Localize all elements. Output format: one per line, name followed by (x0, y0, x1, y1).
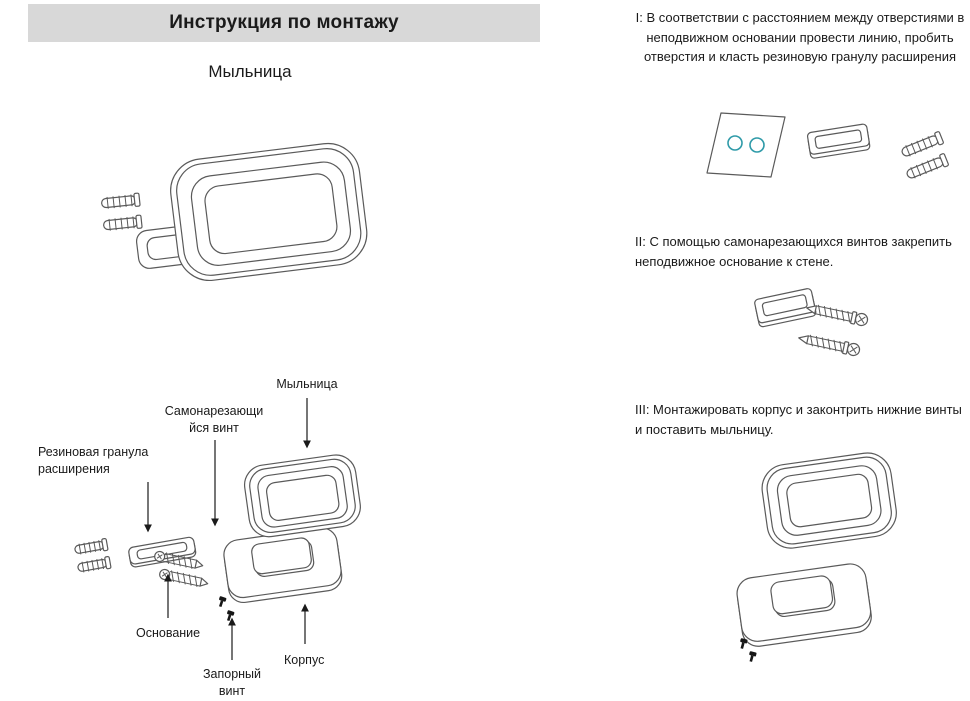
wall-anchor-icon (901, 131, 944, 157)
locking-screw-icon (227, 610, 235, 621)
step-2-illustration (754, 288, 869, 357)
screw-icon (798, 334, 861, 357)
base-bracket (806, 123, 871, 159)
body-plate (736, 563, 872, 647)
wall-anchor-icon (77, 555, 112, 573)
locking-screw-icon (740, 638, 748, 649)
product-name: Мыльница (208, 62, 292, 81)
step-1-illustration (706, 112, 949, 179)
wall-anchor-icon (906, 153, 949, 179)
wall-anchor-icon (103, 214, 143, 231)
screw-icon (154, 550, 204, 569)
step-2-text: II: С помощью самонарезающихся винтов за… (635, 234, 952, 269)
soap-dish (170, 142, 368, 282)
soap-dish (243, 454, 361, 538)
step-1-text: I: В соответствии с расстоянием между от… (635, 10, 965, 64)
body-label: Корпус (284, 653, 325, 667)
wall-plate (706, 112, 786, 178)
self-tapping-screw-label: Самонарезающи йся винт (164, 404, 264, 435)
drill-hole-icon (727, 135, 743, 151)
header-bar: Инструкция по монтажу (28, 4, 540, 42)
step-3-illustration (736, 452, 897, 662)
locking-screw-icon (219, 596, 227, 607)
base-label: Основание (136, 626, 201, 640)
wall-anchor-icon (101, 192, 141, 209)
locking-screw-icon (749, 651, 757, 662)
base-bracket (754, 288, 817, 328)
page-title: Инструкция по монтажу (169, 12, 399, 33)
locking-screw-label: Запорный винт (202, 667, 262, 698)
drill-hole-icon (749, 137, 765, 153)
soap-dish-label: Мыльница (276, 377, 338, 391)
screw-icon (159, 568, 209, 587)
step-3-text: III: Монтажировать корпус и законтрить н… (635, 402, 962, 437)
exploded-diagram-illustration (74, 398, 361, 660)
soap-dish (761, 452, 897, 549)
body-plate (223, 527, 343, 604)
wall-anchor-icon (74, 537, 109, 555)
rubber-plug-label: Резиновая гранула расширения (38, 445, 149, 476)
assembled-soap-dish-illustration (101, 142, 368, 282)
screw-icon (806, 304, 869, 327)
